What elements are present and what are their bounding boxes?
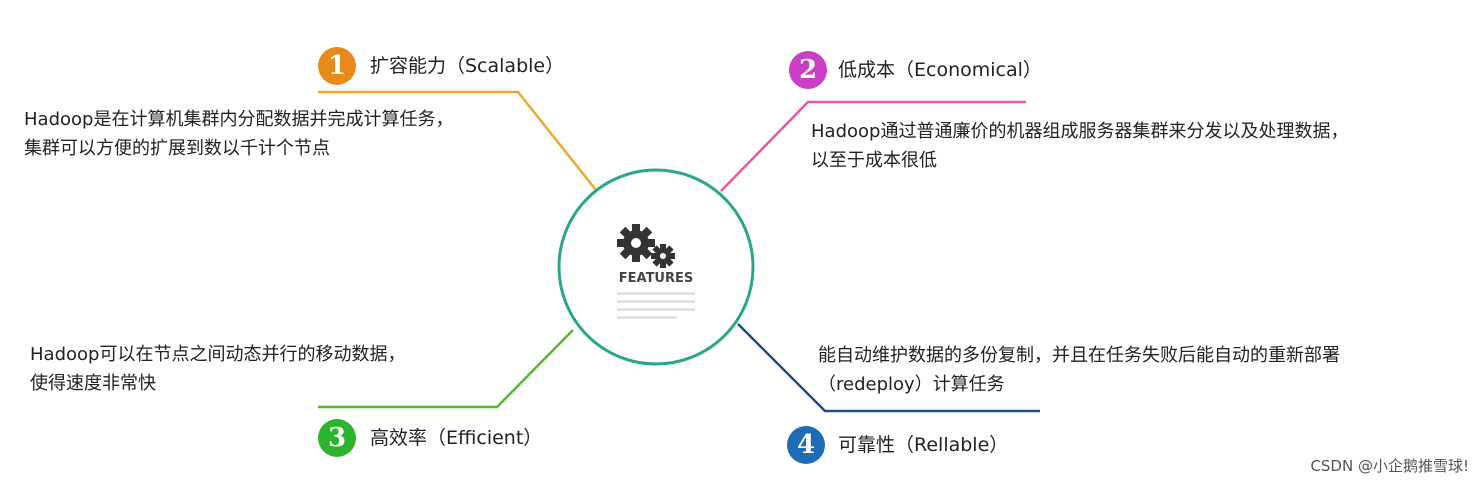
badge-4: 4 xyxy=(787,426,825,464)
desc-line: 以至于成本很低 xyxy=(811,150,937,171)
feature-desc-scalable: Hadoop是在计算机集群内分配数据并完成计算任务， 集群可以方便的扩展到数以千… xyxy=(24,105,453,163)
feature-desc-economical: Hadoop通过普通廉价的机器组成服务器集群来分发以及处理数据， 以至于成本很低 xyxy=(811,117,1348,175)
feature-title-scalable: 扩容能力（Scalable） xyxy=(370,55,565,77)
feature-title-economical: 低成本（Economical） xyxy=(838,59,1042,81)
desc-line: 能自动维护数据的多份复制，并且在任务失败后能自动的重新部署 xyxy=(818,345,1340,366)
badge-1: 1 xyxy=(318,47,356,85)
feature-desc-efficient: Hadoop可以在节点之间动态并行的移动数据， 使得速度非常快 xyxy=(30,340,405,398)
gears-icon xyxy=(617,224,675,268)
features-label: FEATURES xyxy=(618,271,694,286)
center-circle xyxy=(557,168,755,366)
center-label-box: FEATURES xyxy=(600,271,712,289)
feature-desc-reliable: 能自动维护数据的多份复制，并且在任务失败后能自动的重新部署 （redeploy）… xyxy=(818,341,1340,399)
connector-scalable xyxy=(318,90,597,191)
feature-title-reliable: 可靠性（Rellable） xyxy=(838,434,1009,456)
desc-line: Hadoop通过普通廉价的机器组成服务器集群来分发以及处理数据， xyxy=(811,121,1349,142)
desc-line: （redeploy）计算任务 xyxy=(818,374,1005,395)
connector-economical xyxy=(720,100,1026,192)
badge-2: 2 xyxy=(789,51,827,89)
desc-line: 使得速度非常快 xyxy=(30,373,156,394)
desc-line: Hadoop是在计算机集群内分配数据并完成计算任务， xyxy=(24,109,454,130)
connector-reliable xyxy=(737,323,1040,413)
watermark: CSDN @小企鹅推雪球! xyxy=(1310,457,1469,475)
badge-3: 3 xyxy=(318,419,356,457)
desc-line: Hadoop可以在节点之间动态并行的移动数据， xyxy=(30,344,406,365)
desc-line: 集群可以方便的扩展到数以千计个节点 xyxy=(24,138,330,159)
connector-efficient xyxy=(318,329,574,409)
feature-title-efficient: 高效率（Efficient） xyxy=(370,427,543,449)
center-filler-lines xyxy=(617,292,695,319)
